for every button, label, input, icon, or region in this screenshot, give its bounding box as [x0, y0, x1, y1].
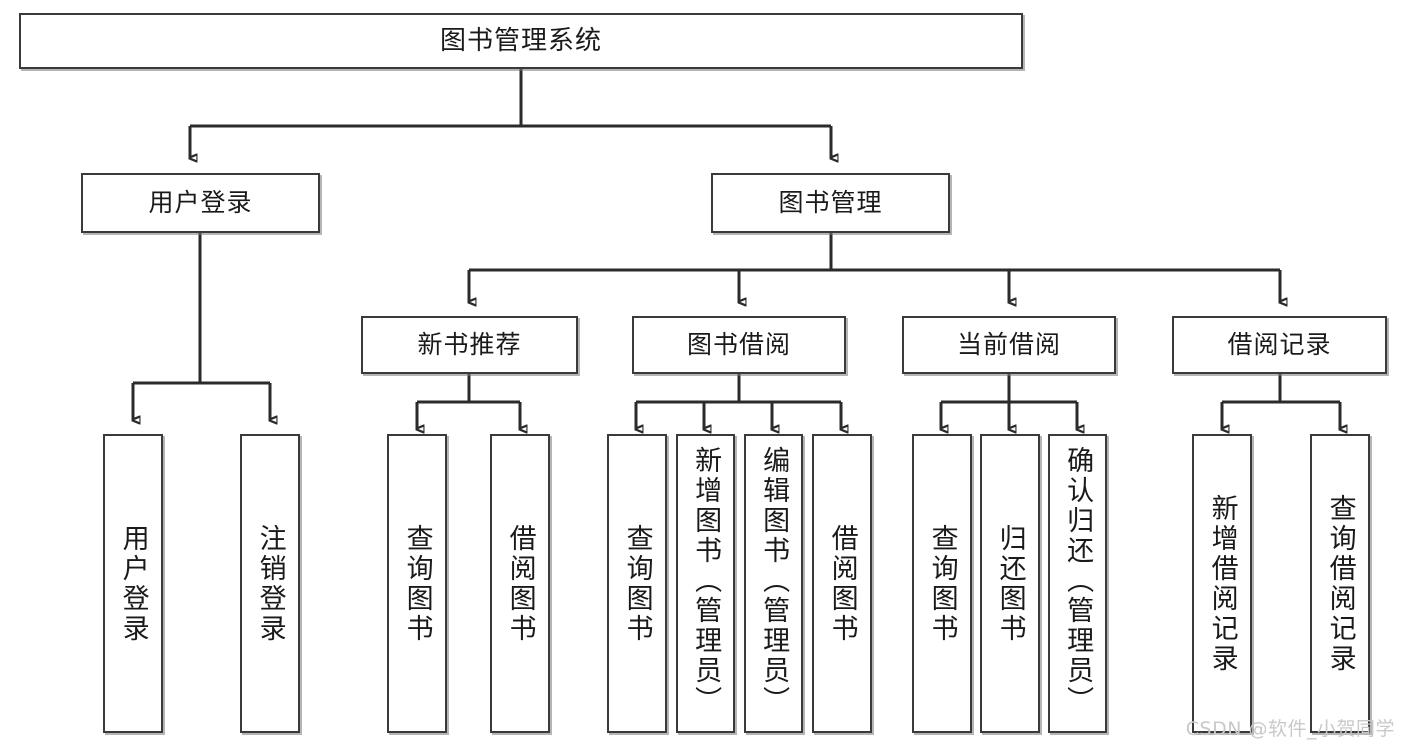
node-new-book-recommendation[interactable]: 新书推荐 [361, 316, 578, 374]
node-label: 用户登录 [148, 188, 253, 218]
node-label: 图书借阅 [686, 330, 791, 360]
node-borrowing-records[interactable]: 借阅记录 [1172, 316, 1387, 374]
node-label: 确认归还（管理员） [1062, 446, 1094, 716]
node-label: 归还图书 [994, 523, 1026, 644]
node-user-login[interactable]: 用户登录 [81, 173, 320, 233]
leaf-confirm-return-admin[interactable]: 确认归还（管理员） [1048, 434, 1107, 733]
node-label: 新增图书（管理员） [690, 446, 722, 716]
leaf-logout[interactable]: 注销登录 [240, 434, 300, 733]
leaf-user-login[interactable]: 用户登录 [103, 434, 163, 733]
node-label: 查询借阅记录 [1324, 493, 1356, 674]
leaf-add-book-admin[interactable]: 新增图书（管理员） [676, 434, 735, 733]
leaf-query-books-recommend[interactable]: 查询图书 [387, 434, 447, 733]
node-label: 新增借阅记录 [1206, 493, 1238, 674]
leaf-query-books-current[interactable]: 查询图书 [912, 434, 972, 733]
leaf-query-books-borrow[interactable]: 查询图书 [607, 434, 667, 733]
node-label: 注销登录 [254, 523, 286, 644]
node-label: 新书推荐 [417, 330, 522, 360]
node-book-borrowing[interactable]: 图书借阅 [632, 316, 846, 374]
node-label: 查询图书 [926, 523, 958, 644]
leaf-edit-book-admin[interactable]: 编辑图书（管理员） [744, 434, 803, 733]
leaf-return-books[interactable]: 归还图书 [980, 434, 1040, 733]
leaf-add-borrow-record[interactable]: 新增借阅记录 [1192, 434, 1252, 733]
node-label: 图书管理 [778, 188, 883, 218]
node-label: 借阅记录 [1227, 330, 1332, 360]
leaf-query-borrow-record[interactable]: 查询借阅记录 [1310, 434, 1370, 733]
leaf-borrow-books-recommend[interactable]: 借阅图书 [490, 434, 550, 733]
node-root-library-system[interactable]: 图书管理系统 [19, 13, 1023, 69]
node-label: 查询图书 [401, 523, 433, 644]
node-label: 编辑图书（管理员） [758, 446, 790, 716]
node-label: 借阅图书 [504, 523, 536, 644]
node-label: 当前借阅 [956, 330, 1061, 360]
node-label: 查询图书 [621, 523, 653, 644]
leaf-borrow-books-borrow[interactable]: 借阅图书 [812, 434, 872, 733]
node-label: 用户登录 [117, 523, 149, 644]
node-label: 图书管理系统 [439, 25, 602, 56]
node-book-management[interactable]: 图书管理 [711, 173, 950, 233]
node-label: 借阅图书 [826, 523, 858, 644]
node-current-borrowing[interactable]: 当前借阅 [902, 316, 1116, 374]
